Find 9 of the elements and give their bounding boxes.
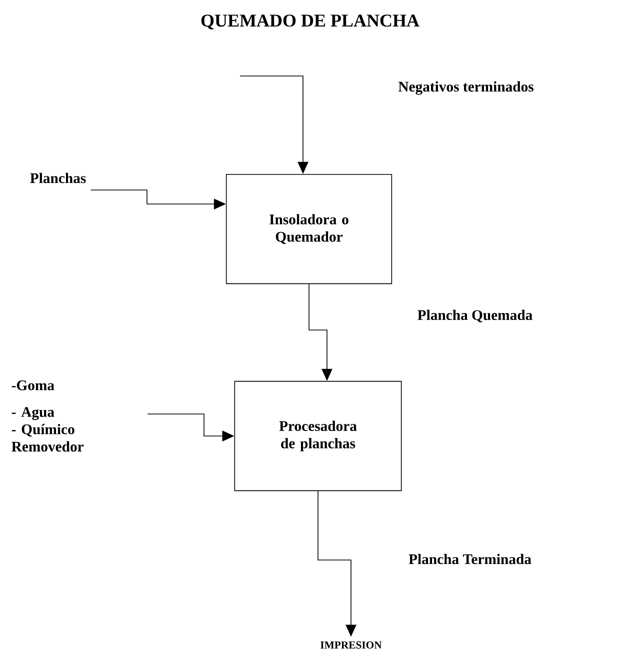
input-list: -Goma - Agua - Químico Removedor <box>12 380 84 452</box>
flow-label: Negativos terminados <box>398 81 534 95</box>
input-label: Planchas <box>30 172 86 184</box>
title: QUEMADO DE PLANCHA <box>201 14 420 30</box>
edge-label: Plancha Terminada <box>407 552 533 566</box>
process-box: Procesadora de planchas <box>234 380 402 492</box>
flow-label: Plancha Quemada <box>418 310 532 322</box>
process-box: Insoladora o Quemador <box>226 174 392 284</box>
output-label: IMPRESION <box>320 641 382 649</box>
